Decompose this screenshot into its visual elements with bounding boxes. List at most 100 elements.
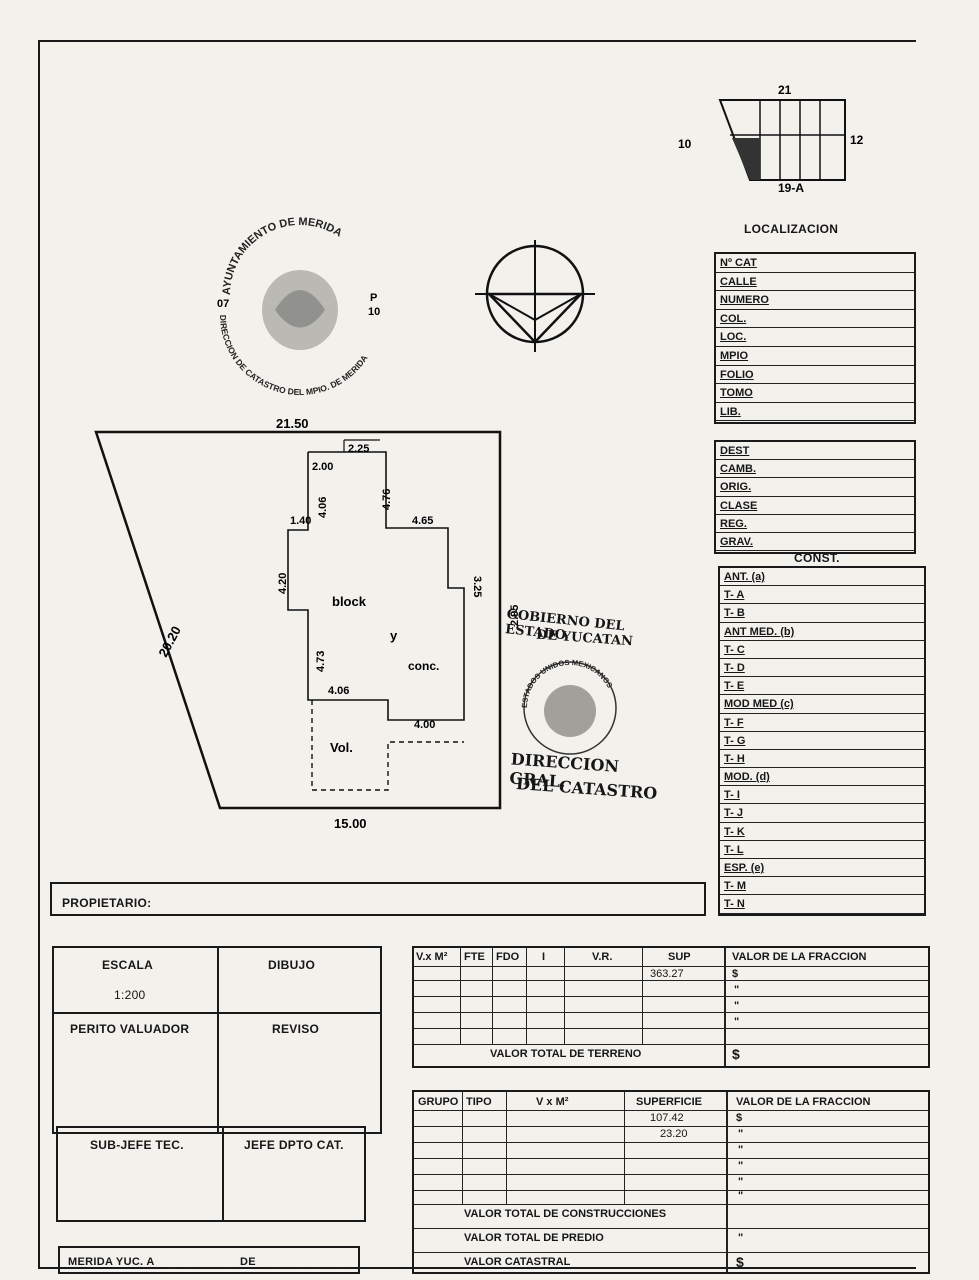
key-map-bottom: 19-A [778, 181, 804, 195]
const-field-row: T- I [720, 786, 924, 805]
localizacion-field-row: CALLE [716, 273, 914, 292]
dim-7: 3.25 [471, 576, 483, 597]
localizacion-field-label: COL. [720, 312, 747, 325]
const-field-label: T- K [724, 825, 745, 838]
destino-field-row: REG. [716, 515, 914, 533]
const-field-row: T- H [720, 750, 924, 769]
const-header-vxm2: V x M² [536, 1096, 569, 1108]
destino-field-label: REG. [720, 517, 747, 530]
label-vol: Vol. [330, 740, 353, 755]
perito-label: PERITO VALUADOR [70, 1022, 190, 1036]
valor-catastral: VALOR CATASTRAL [464, 1256, 571, 1268]
terreno-sup-value: 363.27 [650, 968, 684, 980]
destino-field-row: CLASE [716, 497, 914, 515]
const-field-row: T- E [720, 677, 924, 696]
ayuntamiento-stamp: AYUNTAMIENTO DE MERIDA DIRECCION DE CATA… [217, 216, 380, 395]
destino-field-row: GRAV. [716, 533, 914, 552]
predio-mark: " [738, 1232, 744, 1244]
dim-4: 4.76 [381, 489, 393, 510]
const-superficie-2: 23.20 [660, 1128, 688, 1140]
const-field-row: MOD MED (c) [720, 695, 924, 714]
const-mark-4: " [738, 1160, 744, 1172]
terreno-header-i: I [542, 951, 546, 963]
const-field-row: T- F [720, 714, 924, 732]
key-map: 21 10 12 19-A [678, 83, 864, 195]
escala-value: 1:200 [114, 988, 146, 1002]
const-field-row: T- B [720, 604, 924, 623]
stamp-left-code: 07 [217, 298, 229, 310]
const-field-row: T- C [720, 641, 924, 659]
const-field-label: T- B [724, 607, 745, 620]
dim-9: 4.73 [315, 651, 327, 672]
const-mark-6: " [738, 1190, 744, 1202]
destino-field-label: DEST [720, 445, 750, 457]
destino-field-row: DEST [716, 442, 914, 461]
merida-label: MERIDA YUC. A [68, 1256, 155, 1268]
localizacion-field-label: Nº CAT [720, 257, 757, 269]
const-field-row: T- A [720, 586, 924, 605]
propietario-label: PROPIETARIO: [62, 896, 152, 910]
stamp-right-code-bottom: 10 [368, 306, 380, 318]
terreno-total-label: VALOR TOTAL DE TERRENO [490, 1048, 642, 1060]
dim-10: 4.06 [328, 685, 349, 697]
terreno-mark-4: " [734, 1016, 740, 1028]
propietario-box: PROPIETARIO: [50, 882, 706, 916]
const-field-row: T- M [720, 877, 924, 896]
page-frame [38, 40, 916, 1269]
terreno-header-vr: V.R. [592, 951, 613, 963]
const-field-label: T- D [724, 661, 745, 674]
const-field-row: ESP. (e) [720, 859, 924, 878]
const-header-tipo: TIPO [466, 1096, 492, 1108]
const-field-row: T- G [720, 732, 924, 750]
stamp-right-code-top: P [370, 292, 377, 304]
label-block: block [332, 594, 367, 609]
const-header-valor: VALOR DE LA FRACCION [736, 1096, 871, 1108]
localizacion-field-label: LIB. [720, 405, 741, 418]
dim-6: 4.65 [412, 515, 433, 527]
localizacion-field-row: LIB. [716, 403, 914, 422]
label-conc: conc. [408, 659, 439, 673]
terreno-mark-3: " [734, 1000, 740, 1012]
construcciones-table: GRUPO TIPO V x M² SUPERFICIE VALOR DE LA… [412, 1090, 930, 1274]
terreno-mark-1: $ [732, 968, 739, 980]
terreno-header-vxm2: V.x M² [416, 951, 448, 963]
localizacion-field-label: LOC. [720, 331, 747, 344]
dim-1: 2.25 [348, 443, 369, 455]
const-field-row: T- L [720, 841, 924, 859]
const-field-label: MOD MED (c) [724, 698, 794, 711]
terreno-mark-2: " [734, 984, 740, 996]
terreno-header-sup: SUP [668, 951, 691, 963]
label-y: y [390, 628, 398, 643]
merida-de-label: DE [240, 1256, 256, 1268]
key-map-top: 21 [778, 83, 792, 97]
dim-11: 4.00 [414, 719, 435, 731]
merida-box: MERIDA YUC. A DE [58, 1246, 360, 1274]
const-header-grupo: GRUPO [418, 1096, 459, 1108]
localizacion-title: LOCALIZACION [744, 222, 839, 236]
dibujo-label: DIBUJO [268, 958, 316, 972]
const-field-row: T- D [720, 659, 924, 678]
const-field-row: MOD. (d) [720, 768, 924, 787]
destino-field-row: ORIG. [716, 478, 914, 497]
const-superficie-1: 107.42 [650, 1112, 684, 1124]
const-field-label: T- E [724, 680, 745, 693]
dim-bottom: 15.00 [334, 816, 367, 831]
const-field-row: T- J [720, 804, 924, 823]
localizacion-field-row: LOC. [716, 328, 914, 347]
const-field-row: ANT MED. (b) [720, 623, 924, 641]
escala-box: ESCALA 1:200 DIBUJO PERITO VALUADOR REVI… [52, 946, 382, 1134]
key-map-right: 12 [850, 133, 864, 147]
mexico-seal-icon: ESTADOS UNIDOS MEXICANOS [520, 658, 617, 755]
localizacion-field-row: TOMO [716, 384, 914, 403]
const-field-label: T- G [724, 734, 746, 747]
key-map-left: 10 [678, 137, 692, 151]
const-title: CONST. [794, 551, 840, 565]
const-field-label: T- H [724, 752, 745, 765]
destino-field-row: CAMB. [716, 460, 914, 479]
const-field-label: T- J [724, 807, 743, 820]
localizacion-field-label: MPIO [720, 349, 749, 362]
localizacion-field-row: COL. [716, 310, 914, 329]
dim-2: 2.00 [312, 461, 333, 473]
